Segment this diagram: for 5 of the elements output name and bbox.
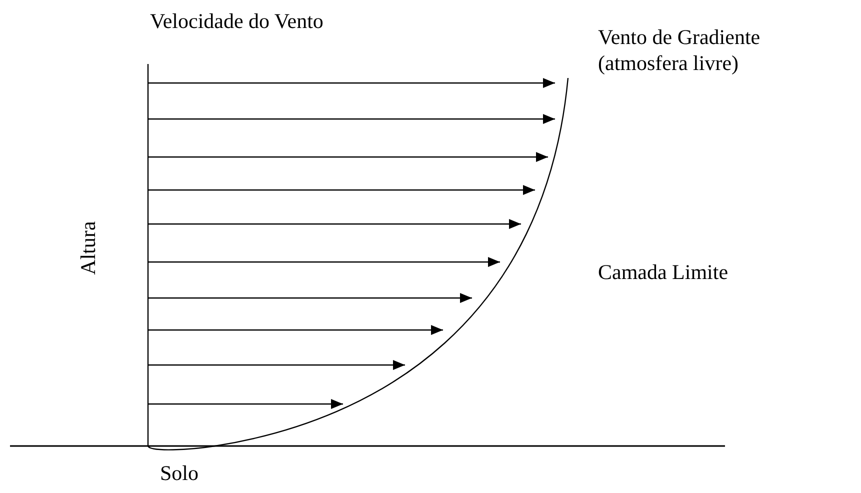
- annotation-text: Vento de Gradiente (atmosfera livre): [598, 24, 762, 76]
- annotation-text: Solo: [160, 460, 200, 486]
- axis-title: Altura: [75, 220, 101, 277]
- axis-title: Velocidade do Vento: [150, 8, 324, 34]
- annotation-text: Camada Limite: [598, 259, 730, 285]
